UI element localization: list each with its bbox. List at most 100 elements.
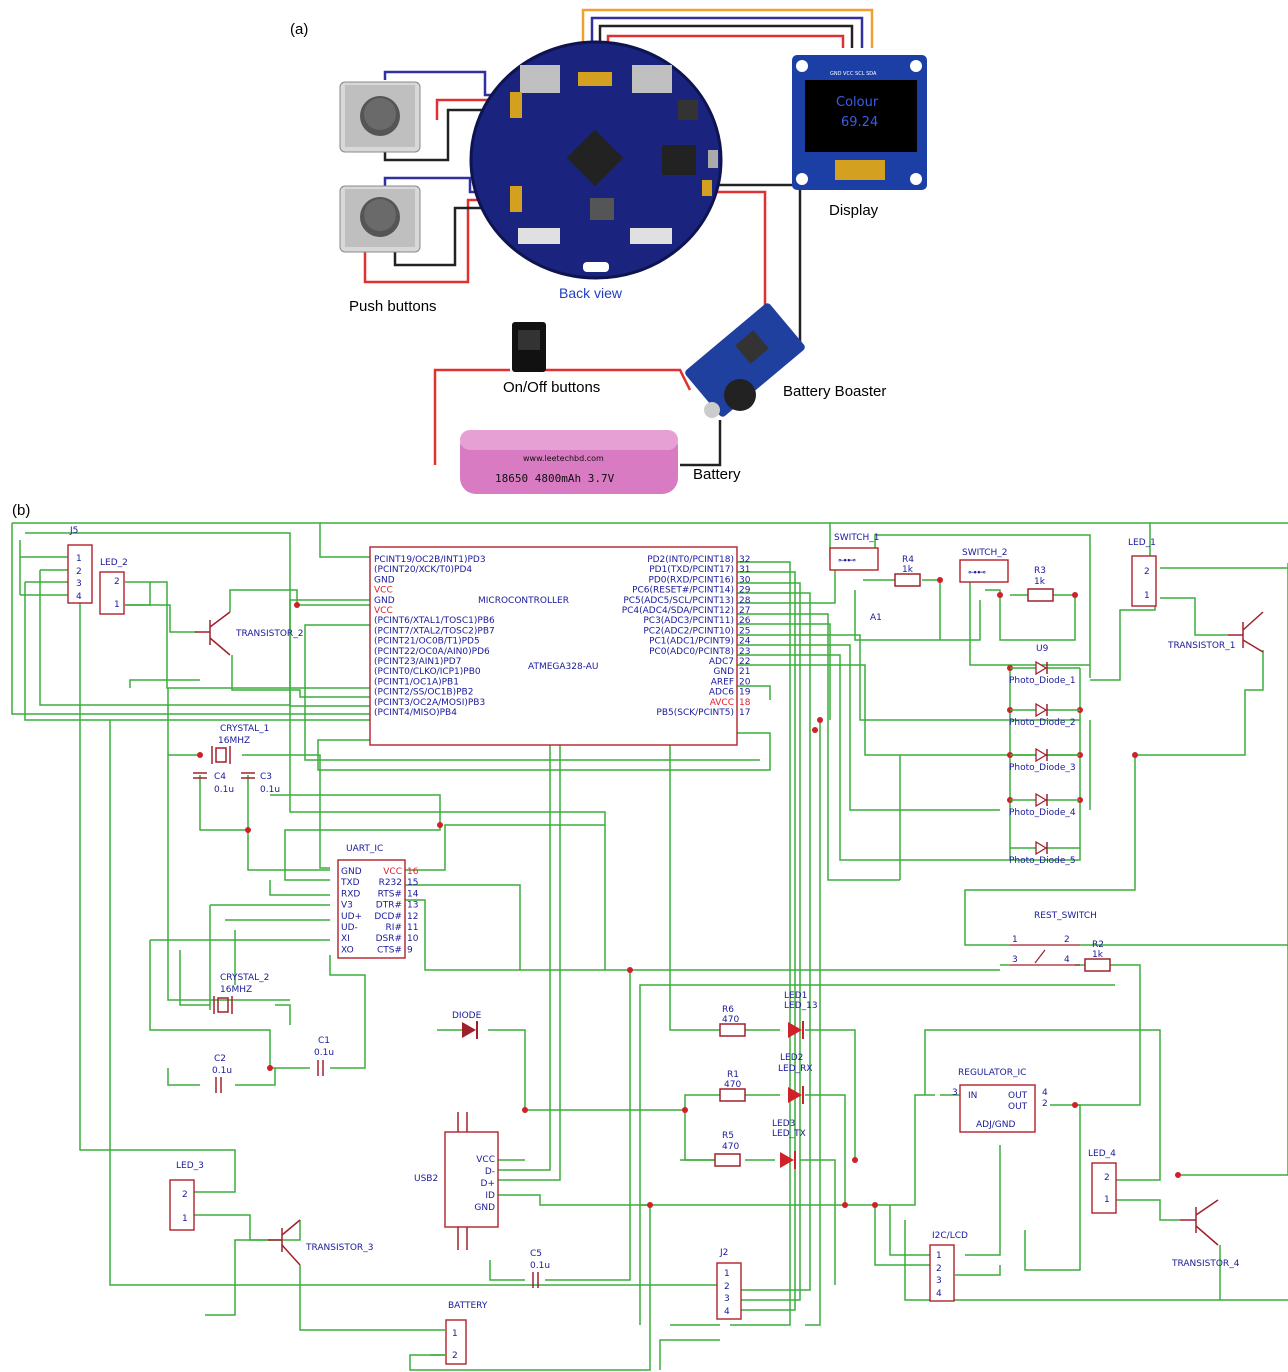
led-3-header: LED_3 21 [169, 1161, 204, 1231]
battery-label: BATTERY [448, 1301, 488, 1311]
regulator-gnd: ADJ/GND [976, 1120, 1015, 1130]
mcu-right-pin-number: 20 [739, 677, 751, 687]
svg-text:3: 3 [724, 1294, 730, 1304]
transistor-4-label: TRANSISTOR_4 [1171, 1259, 1240, 1269]
transistor-1-label: TRANSISTOR_1 [1167, 641, 1235, 651]
mcu-right-pin-number: 21 [739, 667, 750, 677]
uart-left-pin: GND [341, 867, 362, 877]
usb-pin: GND [474, 1203, 495, 1213]
uart-left-pin: TXD [340, 878, 360, 888]
r4-label: R4 [902, 555, 914, 565]
mcu-right-pin: PC3(ADC3/PCINT11) [643, 616, 734, 626]
photo-diode-label: Photo_Diode_5 [1009, 856, 1076, 866]
capacitor-c4 [193, 772, 207, 779]
led3-label: LED3 [772, 1119, 795, 1129]
mcu-right-pin-number: 29 [739, 586, 751, 596]
usb2-label: USB2 [414, 1174, 438, 1184]
switch-2: SWITCH_2 ⊶⊷ [959, 548, 1009, 583]
svg-text:3: 3 [952, 1088, 958, 1098]
mcu-left-pin: (PCINT7/XTAL2/TOSC2)PB7 [374, 626, 495, 636]
push-button-1 [339, 81, 421, 153]
svg-text:4: 4 [936, 1289, 942, 1299]
mcu-right-pin: PD0(RXD/PCINT16) [648, 575, 734, 585]
svg-text:1: 1 [182, 1214, 188, 1224]
battery-url: www.leetechbd.com [523, 454, 604, 463]
led1-name: LED_13 [784, 1001, 818, 1011]
mcu-right-pin: PD1(TXD/PCINT17) [649, 565, 734, 575]
c5-value: 0.1u [530, 1261, 550, 1271]
switch-2-label: SWITCH_2 [962, 548, 1008, 558]
r3-label: R3 [1034, 566, 1046, 576]
mcu-right-pin-number: 19 [739, 688, 751, 698]
mcu-left-pin: VCC [374, 586, 393, 596]
r6-label: R6 [722, 1005, 734, 1015]
c4-label: C4 [214, 772, 226, 782]
svg-text:⊶⊷: ⊶⊷ [968, 568, 986, 578]
svg-text:2: 2 [76, 567, 82, 577]
mcu-right-pin: PC1(ADC1/PCINT9) [649, 637, 734, 647]
c2-label: C2 [214, 1054, 226, 1064]
regulator-label: REGULATOR_IC [958, 1068, 1026, 1078]
c3-value: 0.1u [260, 785, 280, 795]
uart-right-pin-number: 15 [407, 878, 418, 888]
mcu-right-pin-number: 31 [739, 565, 750, 575]
led-2-label: LED_2 [100, 558, 128, 568]
r2-label: R2 [1092, 940, 1104, 950]
resistor-r5 [714, 1153, 741, 1167]
oled-display: Colour 69.24 GND VCC SCL SDA [792, 55, 927, 190]
switch-1-label: SWITCH_1 [834, 533, 880, 543]
uart-right-pin-number: 16 [407, 867, 419, 877]
crystal-1-label: CRYSTAL_1 [220, 724, 269, 734]
mcu-right-pin: PC5(ADC5/SCL/PCINT13) [623, 596, 734, 606]
oled-line-2: 69.24 [841, 115, 878, 130]
mcu-right-pin: PC2(ADC2/PCINT10) [643, 626, 734, 636]
mcu-right-pin: GND [713, 667, 734, 677]
mcu-left-pin: (PCINT0/CLKO/ICP1)PB0 [374, 667, 481, 677]
mcu-left-pin: GND [374, 596, 395, 606]
battery-caption: Battery [693, 466, 741, 483]
transistor-3-label: TRANSISTOR_3 [305, 1243, 373, 1253]
mcu-right-pin-number: 32 [739, 555, 750, 565]
i2c-lcd-header: I2C/LCD 12 34 [929, 1231, 968, 1302]
push-button-2 [339, 185, 421, 253]
photo-diode-label: Photo_Diode_4 [1009, 808, 1076, 818]
mcu-right-pin: PC4(ADC4/SDA/PCINT12) [622, 606, 734, 616]
resistor-r6 [719, 1023, 746, 1037]
mcu-right-pin: ADC6 [709, 688, 734, 698]
battery-spec: 18650 4800mAh 3.7V [495, 472, 615, 485]
a1-label: A1 [870, 613, 882, 623]
mcu-left-pin: (PCINT23/AIN1)PD7 [374, 657, 461, 667]
mcu-left-pin: (PCINT2/SS/OC1B)PB2 [374, 688, 473, 698]
svg-text:2: 2 [1104, 1173, 1110, 1183]
c2-value: 0.1u [212, 1066, 232, 1076]
capacitor-c5 [532, 1272, 539, 1288]
r5-label: R5 [722, 1131, 734, 1141]
photo-diode-symbol [1010, 840, 1080, 856]
uart-right-pin-number: 12 [407, 912, 418, 922]
uart-right-pin: CTS# [377, 945, 402, 955]
uart-title: UART_IC [346, 844, 383, 854]
photo-diode-symbol [1010, 702, 1080, 718]
transistor-1 [1228, 611, 1264, 653]
mcu-right-pin: PC0(ADC0/PCINT8) [649, 647, 734, 657]
panel-b-label: (b) [12, 502, 30, 519]
svg-text:1: 1 [76, 554, 82, 564]
mcu-part: ATMEGA328-AU [528, 662, 599, 672]
crystal-2: CRYSTAL_2 16MHZ [213, 973, 269, 1014]
j5-label: J5 [69, 526, 78, 536]
on-off-switch [512, 322, 546, 372]
svg-text:2: 2 [182, 1190, 188, 1200]
mcu-right-pin-number: 23 [739, 647, 750, 657]
uart-right-pin-number: 11 [407, 923, 418, 933]
svg-text:2: 2 [724, 1282, 730, 1292]
display-caption: Display [829, 202, 879, 219]
booster-caption: Battery Boaster [783, 383, 886, 400]
panel-a-label: (a) [290, 21, 308, 38]
svg-text:3: 3 [1012, 955, 1018, 965]
resistor-r2 [1084, 958, 1111, 972]
battery-header: BATTERY 12 [445, 1301, 488, 1365]
mcu-right-pin-number: 26 [739, 616, 751, 626]
u9-label: U9 [1036, 644, 1049, 654]
